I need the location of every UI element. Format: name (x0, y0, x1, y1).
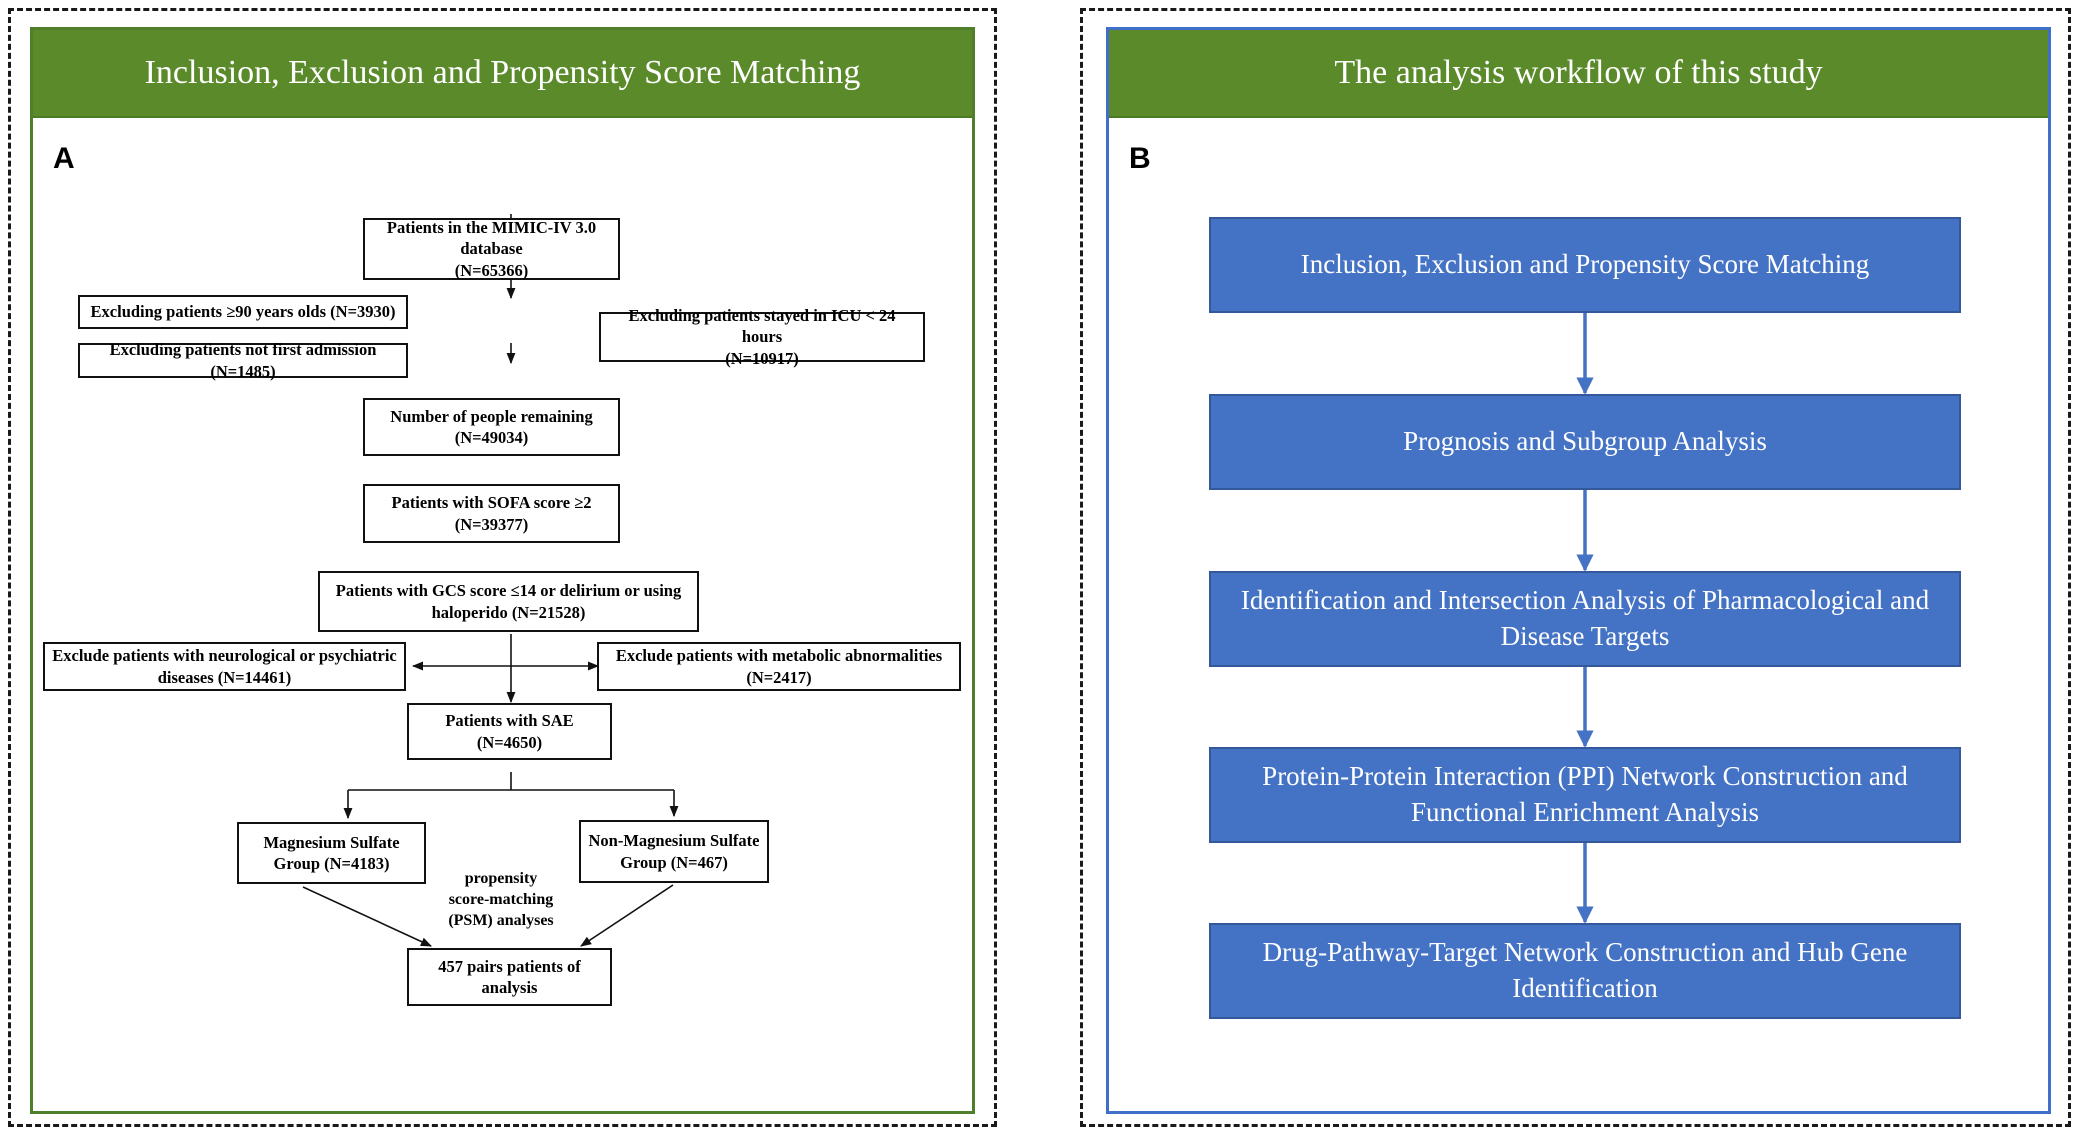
panel-b-letter: B (1129, 142, 1151, 175)
box-sofa-score: Patients with SOFA score ≥2 (N=39377) (363, 484, 620, 543)
box-sae: Patients with SAE (N=4650) (407, 703, 612, 760)
box-exclude-neuro-psych: Exclude patients with neurological or ps… (43, 642, 406, 691)
box-remaining: Number of people remaining (N=49034) (363, 398, 620, 456)
panel-b-header: The analysis workflow of this study (1109, 30, 2048, 118)
panel-b-workflow: The analysis workflow of this study B In… (1106, 27, 2051, 1114)
workflow-step-5: Drug-Pathway-Target Network Construction… (1209, 923, 1961, 1019)
workflow-step-3: Identification and Intersection Analysis… (1209, 571, 1961, 667)
workflow-step-4: Protein-Protein Interaction (PPI) Networ… (1209, 747, 1961, 843)
panel-a-flowchart: Inclusion, Exclusion and Propensity Scor… (30, 27, 975, 1114)
panel-a-dashed-frame (8, 8, 997, 1127)
box-gcs-score: Patients with GCS score ≤14 or delirium … (318, 571, 699, 632)
box-mimic-database: Patients in the MIMIC-IV 3.0 database (N… (363, 218, 620, 280)
box-exclude-age-90: Excluding patients ≥90 years olds (N=393… (78, 295, 408, 329)
workflow-step-2: Prognosis and Subgroup Analysis (1209, 394, 1961, 490)
panel-b-dashed-frame (1080, 8, 2071, 1127)
workflow-step-1: Inclusion, Exclusion and Propensity Scor… (1209, 217, 1961, 313)
arrow-mg-to-pairs (302, 886, 433, 947)
panel-b-connectors (1576, 313, 1594, 924)
panel-a-letter: A (53, 142, 75, 175)
box-magnesium-sulfate-group: Magnesium Sulfate Group (N=4183) (237, 822, 426, 884)
panel-a-header: Inclusion, Exclusion and Propensity Scor… (33, 30, 972, 118)
box-exclude-not-first-admission: Excluding patients not first admission (… (78, 340, 408, 381)
arrow-non-mg-to-pairs (580, 884, 674, 947)
psm-analyses-note: propensity score-matching (PSM) analyses (448, 870, 554, 929)
box-exclude-metabolic: Exclude patients with metabolic abnormal… (597, 642, 961, 691)
box-non-magnesium-sulfate-group: Non-Magnesium Sulfate Group (N=467) (579, 820, 769, 883)
box-exclude-icu-24h: Excluding patients stayed in ICU < 24 ho… (599, 306, 925, 368)
box-457-pairs: 457 pairs patients of analysis (407, 948, 612, 1006)
